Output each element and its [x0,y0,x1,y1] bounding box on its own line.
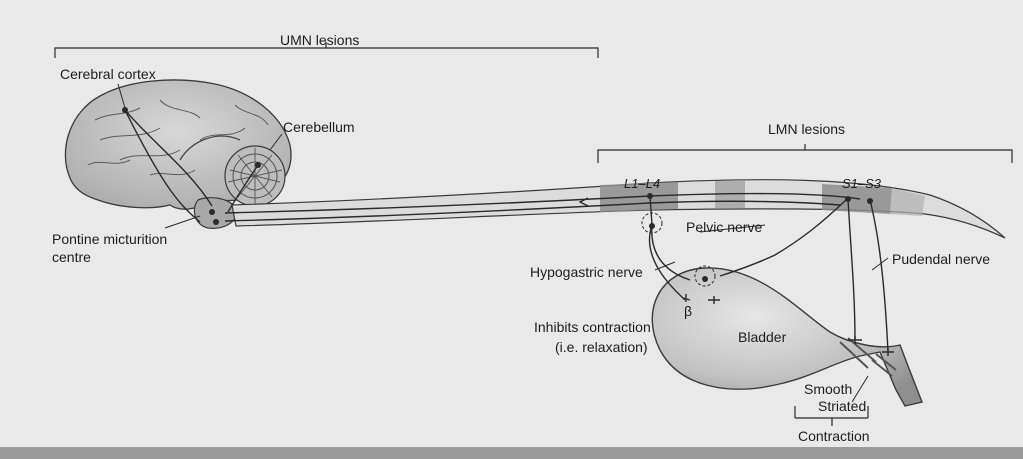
contraction-label: Contraction [798,428,870,444]
cerebellum-label: Cerebellum [283,119,355,135]
ganglion-s-circle [694,265,716,287]
nerves [649,195,889,353]
inhibits-label-line1: Inhibits contraction [534,319,651,335]
page-bottom-strip [0,447,1023,459]
pelvic-nerve-label: Pelvic nerve [686,219,763,235]
lmn-bracket [597,144,1013,163]
nerve-terminals [682,294,894,356]
cerebellum [224,145,286,207]
contraction-bracket [794,406,869,426]
cerebral-cortex-label: Cerebral cortex [60,66,156,82]
l1-l4-label: L1–L4 [624,176,661,191]
pontine-label-line1: Pontine micturition [52,231,168,247]
spinal-cord [224,179,1006,239]
umn-bracket [54,42,599,58]
pudendal-nerve-label: Pudendal nerve [892,251,991,267]
bladder-label: Bladder [738,329,787,345]
brain-pathways [124,109,259,223]
pontine-label-line2: centre [52,249,91,265]
lmn-lesions-label: LMN lesions [768,121,846,137]
beta-receptor-label: β [684,303,693,319]
s1-s3-label: S1–S3 [842,176,882,191]
ganglion-l-circle [641,212,663,234]
spinal-nuclei [647,193,873,282]
umn-lesions-label: UMN lesions [280,32,360,48]
bladder [651,267,923,407]
striated-label: Striated [818,398,867,414]
hypogastric-nerve-label: Hypogastric nerve [530,264,643,280]
inhibits-label-line2: (i.e. relaxation) [555,339,648,355]
smooth-label: Smooth [804,381,853,397]
brain-nuclei [122,107,261,225]
